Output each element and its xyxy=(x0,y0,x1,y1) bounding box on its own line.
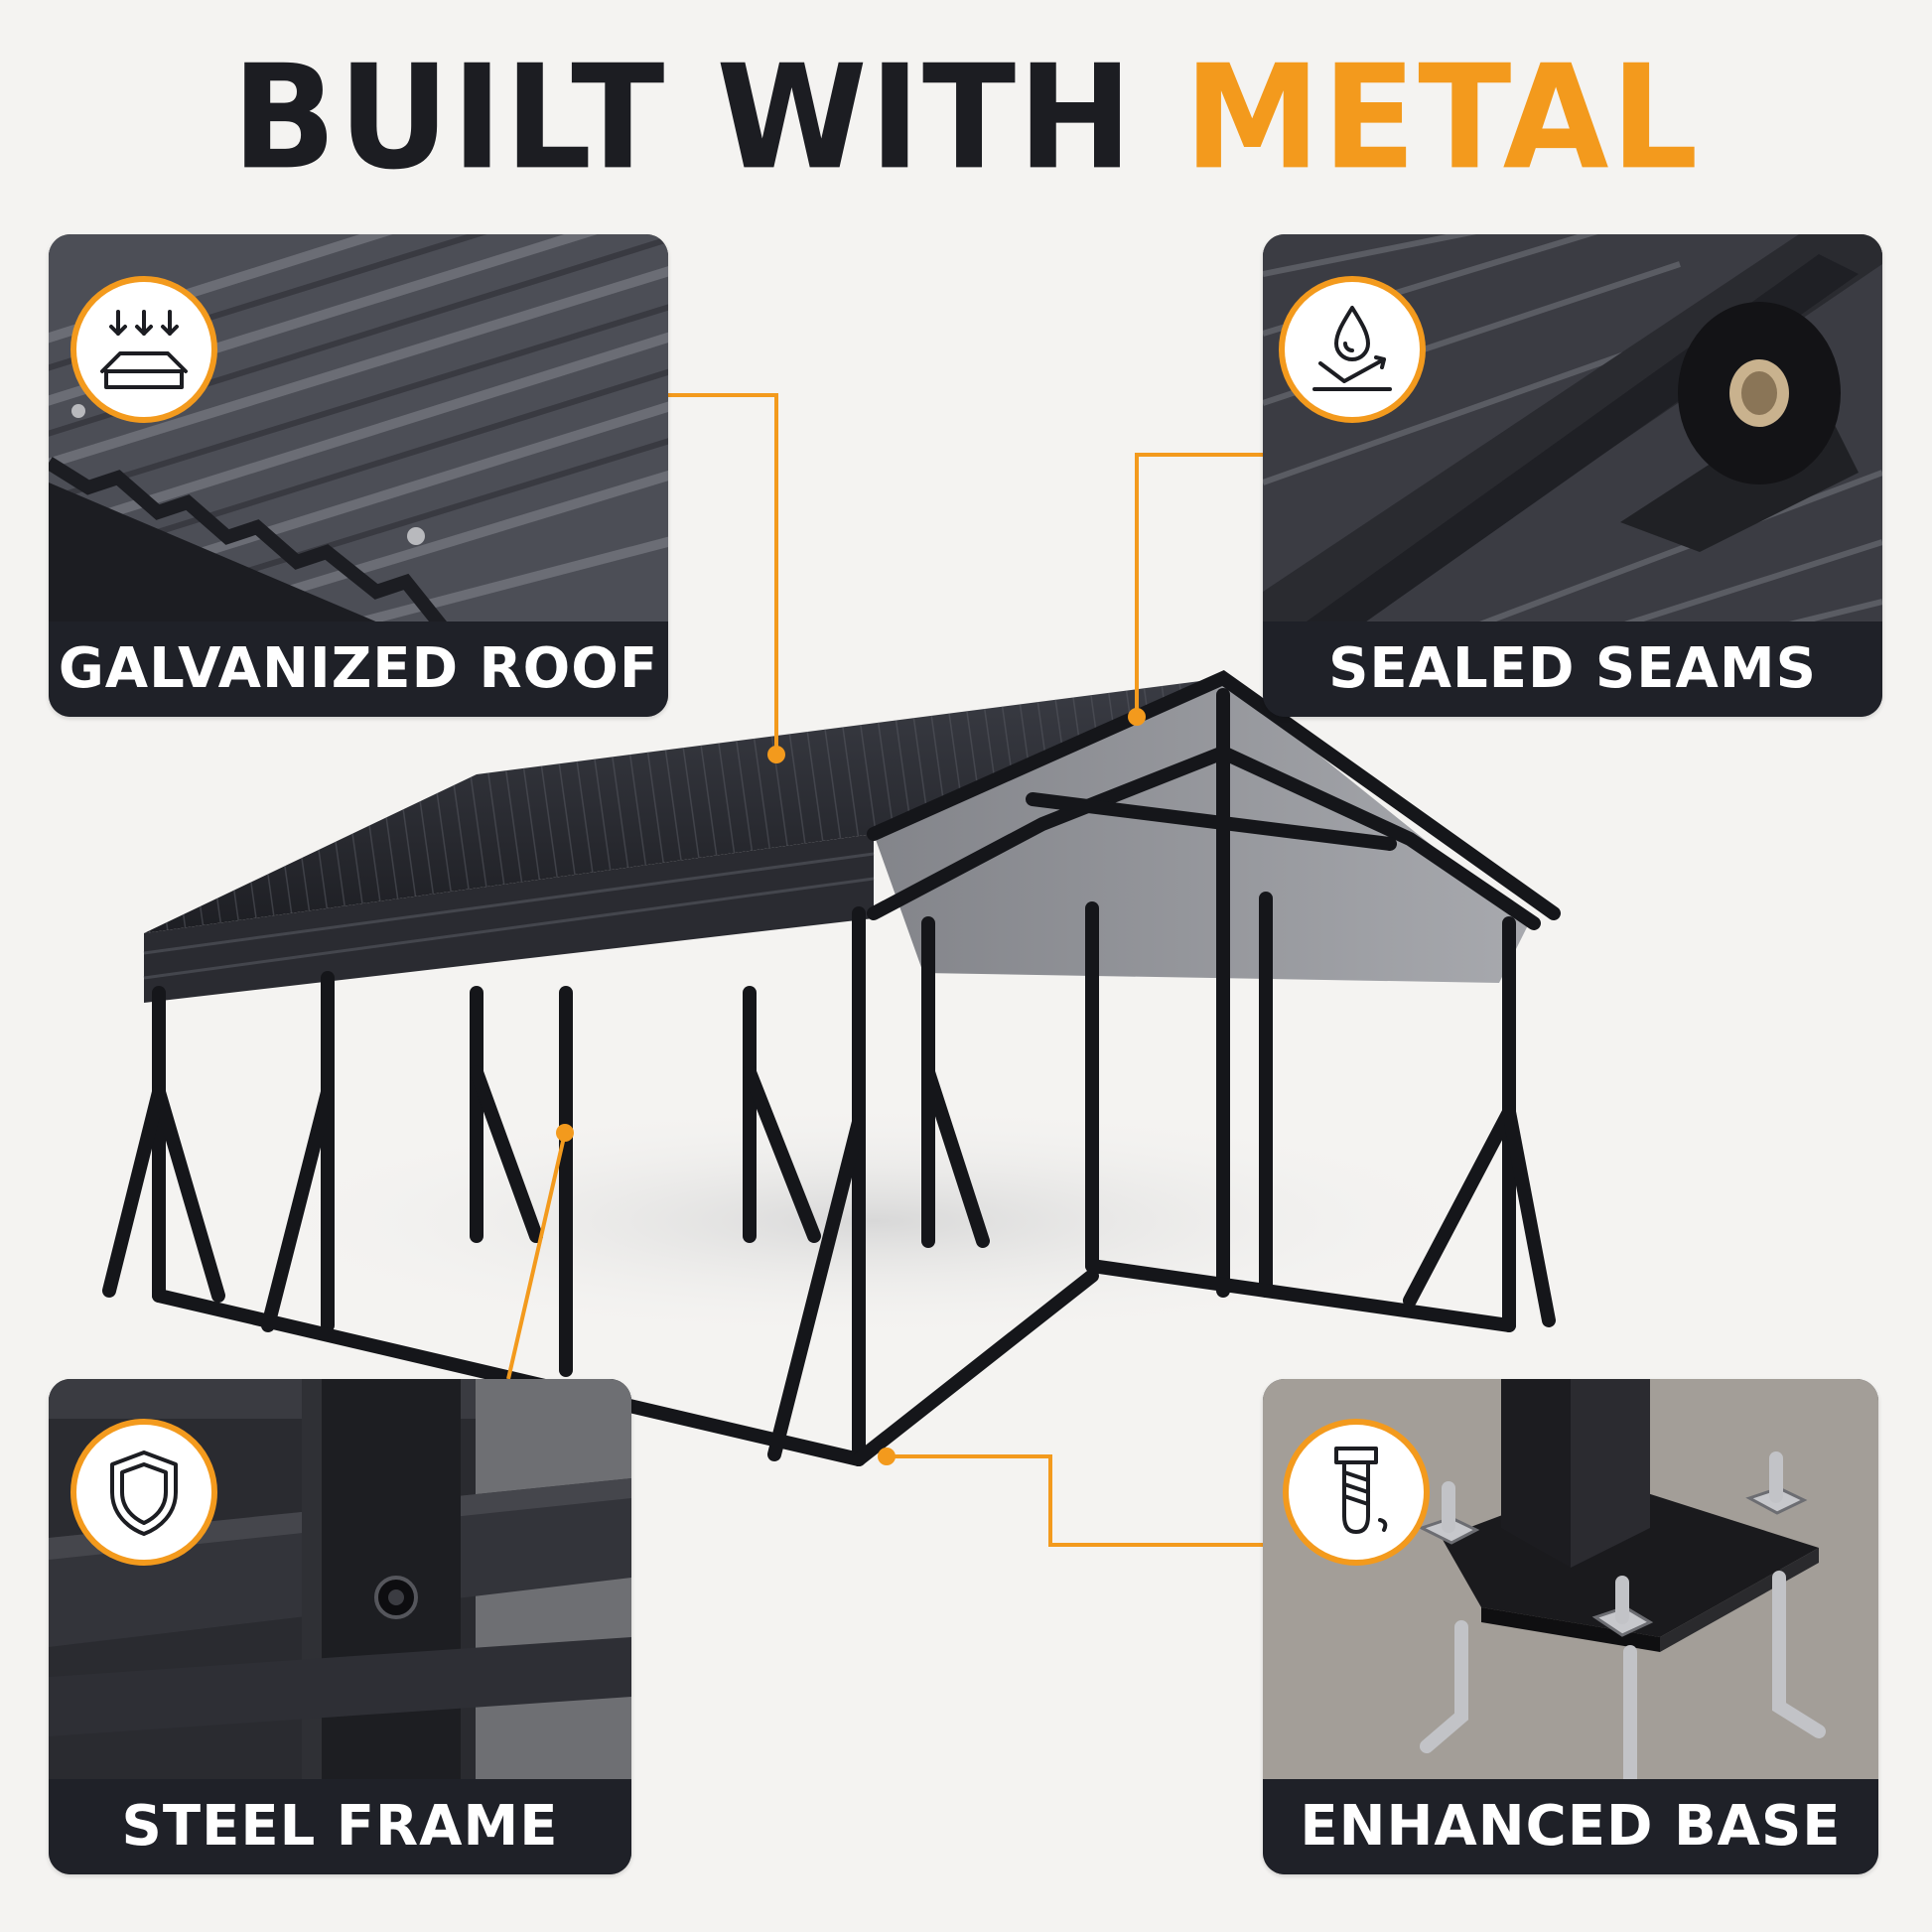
feature-panel-steel-frame: STEEL FRAME xyxy=(49,1379,631,1874)
anchor-bolt-icon xyxy=(1283,1419,1430,1566)
headline: BUILT WITH METAL xyxy=(0,46,1932,191)
roof-load-icon xyxy=(70,276,217,423)
feature-panel-sealed-seams: SEALED SEAMS xyxy=(1263,234,1882,717)
caption-steel-frame: STEEL FRAME xyxy=(49,1779,631,1874)
headline-part-1: BUILT WITH xyxy=(231,33,1184,202)
caption-galvanized-roof: GALVANIZED ROOF xyxy=(49,621,668,717)
caption-sealed-seams: SEALED SEAMS xyxy=(1263,621,1882,717)
feature-panel-galvanized-roof: GALVANIZED ROOF xyxy=(49,234,668,717)
waterproof-drop-icon xyxy=(1279,276,1426,423)
frame-joint-photo xyxy=(49,1379,631,1786)
seam-tape-photo xyxy=(1263,234,1882,631)
headline-accent: METAL xyxy=(1183,33,1701,202)
feature-panel-enhanced-base: ENHANCED BASE xyxy=(1263,1379,1878,1874)
caption-enhanced-base: ENHANCED BASE xyxy=(1263,1779,1878,1874)
shield-icon xyxy=(70,1419,217,1566)
